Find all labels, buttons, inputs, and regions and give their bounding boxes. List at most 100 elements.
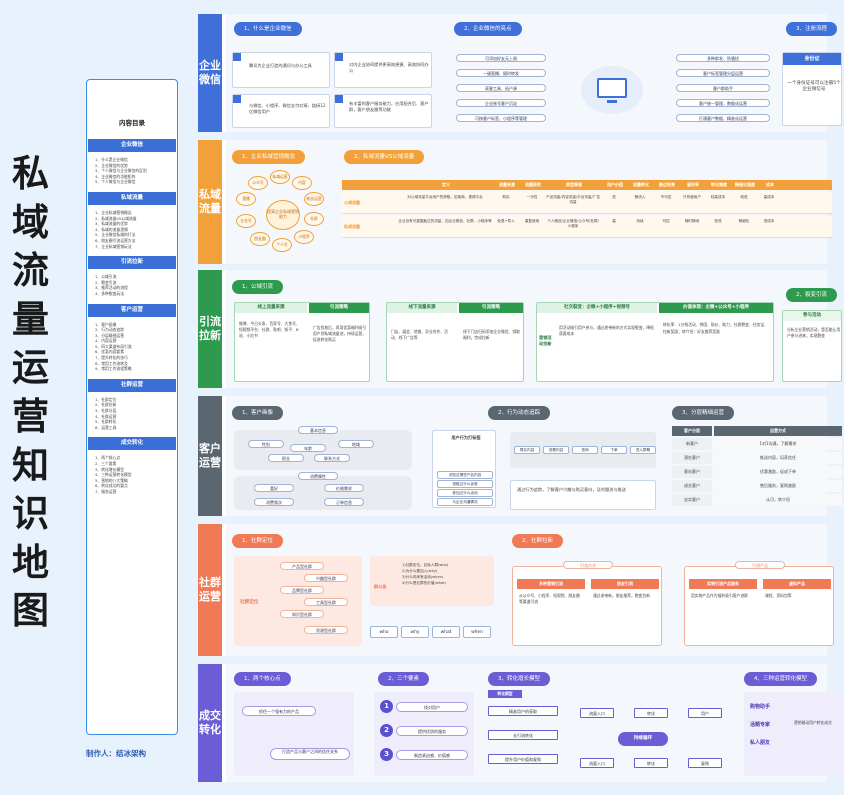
channel-circle: 朋友圈: [250, 232, 270, 246]
announce-item: 1)社群定位，目标人群(who): [402, 563, 449, 567]
table-header-cell: 留存率: [687, 182, 699, 187]
announce-item: 4)什么是社群的价值(what): [402, 581, 447, 585]
table-cell: 免费+导入: [497, 219, 515, 223]
toc-item[interactable]: 6、优惠内容要素: [95, 349, 124, 355]
toc-item[interactable]: 6、朋友圈引流运营方法: [95, 237, 136, 243]
toc-item[interactable]: 1、什么是企业微信: [95, 157, 128, 162]
toc-item[interactable]: 7、服务运营: [95, 488, 117, 494]
title-char: 域: [12, 200, 49, 244]
toc-item[interactable]: 3、社群分层: [95, 408, 117, 414]
table-cell: 精细化: [738, 219, 750, 223]
toc-item[interactable]: 1、两个核心点: [95, 455, 121, 461]
section-label-text: 企业微信: [199, 59, 221, 86]
toc-section-head[interactable]: 成交转化: [88, 437, 176, 451]
toc-section-head[interactable]: 私域流量: [88, 191, 176, 205]
toc-item[interactable]: 5、营销的八大策略: [95, 477, 128, 483]
toc-section-head[interactable]: 客户运营: [88, 303, 176, 317]
flow-node: 用户: [688, 708, 722, 718]
toc-item[interactable]: 1、客户画像: [95, 321, 117, 327]
core-point: 打造产品与客户之间的信任关系: [270, 748, 350, 760]
pill-register: 3、注册流程: [786, 22, 837, 36]
toc-item[interactable]: 2、三个要素: [95, 461, 117, 466]
toc-item[interactable]: 3、转化增长模型: [95, 466, 124, 472]
toc-item[interactable]: 1、社群定位: [95, 396, 117, 402]
layer-text: 推送内容，培养信任: [714, 452, 842, 464]
feature-node: 客户标签管理分层运营: [676, 69, 770, 77]
toc-item[interactable]: 5、个人微信与企业微信: [95, 179, 136, 185]
toc-item[interactable]: 2、企业微信的优势: [95, 162, 128, 168]
toc-item[interactable]: 1、公域引流: [95, 274, 117, 280]
toc-item[interactable]: 1、企业私域营销概念: [95, 209, 132, 215]
profile-tag: 价格需求: [324, 484, 364, 492]
feature-node: 打通客户数据、精准化运营: [676, 114, 770, 122]
section-community-ops: 社群运营 1、社群定位 2、社群拉新 社群定位产品型社群兴趣型社群品牌型社群工具…: [198, 524, 834, 656]
layer-head: 运营方式: [714, 426, 842, 436]
table-row-name: 私域流量: [344, 224, 360, 229]
tag-item: 浏览过哪些产品内容: [437, 471, 493, 479]
toc-item[interactable]: 4、企业微信的功能矩阵: [95, 173, 136, 179]
toc-item[interactable]: 4、私域的流量逻辑: [95, 226, 128, 232]
center-circle: 提高企业私域营销能力: [266, 200, 300, 230]
title-char: 图: [12, 589, 49, 633]
table-cell: 持续: [636, 219, 644, 223]
toc-item[interactable]: 7、提升转化的技巧: [95, 355, 128, 361]
table-cell: 随时随地: [684, 219, 700, 223]
toc-item[interactable]: 2、裂变引流: [95, 279, 117, 285]
toc-item[interactable]: 4、社群运营: [95, 413, 117, 419]
section-label-text: 引流拉新: [199, 315, 221, 342]
toc-section-head[interactable]: 企业微信: [88, 139, 176, 152]
lead-block: 引流产品实物引流产品服务用实物产品作为福利吸引客户进群虚拟产品课程、资料包等: [684, 561, 834, 646]
toc-item[interactable]: 5、企业微信私域的打法: [95, 232, 136, 238]
toc-item[interactable]: 7、企业私域营销玩法: [95, 243, 132, 249]
toc-item[interactable]: 9、常用工作流程策略: [95, 366, 132, 372]
toc-item[interactable]: 4、多种裂变玩法: [95, 290, 124, 296]
toc-item[interactable]: 5、社群转化: [95, 419, 117, 425]
toc-item[interactable]: 6、转化成功的要点: [95, 483, 128, 489]
section-label-text: 客户运营: [199, 442, 221, 469]
pill-three-elements: 2、三个要素: [378, 672, 429, 686]
question-box: who: [370, 626, 398, 638]
toc-item[interactable]: 3、私域流量的优势: [95, 221, 128, 227]
offline-source-card: 线下流量来源 引流策略 门店、展会、地推、异业合作、活动、线下广告等 线下门店扫…: [386, 302, 524, 382]
profile-tag: 年龄: [290, 444, 326, 452]
tag-item: 与企业沟通情况: [437, 498, 493, 506]
flow-node: 转化: [634, 758, 668, 768]
title-char: 知: [12, 443, 49, 487]
toc-item[interactable]: 3、个人微信与企业微信的区别: [95, 168, 147, 174]
toc-item[interactable]: 2、私域流量VS公域流量: [95, 215, 137, 221]
tree-node: 资源型社群: [304, 626, 348, 634]
toc-item[interactable]: 3、分层精细运营: [95, 332, 124, 338]
pill-private-vs-public: 2、私域流量VS公域流量: [344, 150, 425, 164]
pill-behavior-tracking: 2、行为动态追踪: [488, 406, 550, 420]
title-char: 运: [12, 346, 49, 390]
toc-item[interactable]: 4、三种运营转化模型: [95, 472, 132, 478]
toc-section-head[interactable]: 引流拉新: [88, 256, 176, 270]
profile-behavior-title: 消费属性: [298, 472, 338, 480]
lead-col-head: 多种营销引流: [517, 579, 585, 589]
online-source-card: 线上流量来源 引流策略 微博、今日头条、百家号、大鱼号、短视频平台、社群、贴吧、…: [234, 302, 370, 382]
toc-item[interactable]: 8、常用工作流转及: [95, 360, 128, 366]
element-text: 找对用户: [396, 702, 468, 712]
section-customer-ops: 客户运营 1、客户画像 2、行为动态追踪 3、分层精细运营 基本信息性别年龄地域…: [198, 396, 842, 516]
toc-item[interactable]: 4、内容运营: [95, 338, 117, 344]
behavior-track-diagram: 帮买内容查看内容咨询下单进入群聊通过行为追踪，了解客户兴趣与购买意向，及时跟进与…: [510, 432, 658, 510]
toc-item[interactable]: 6、运营工具: [95, 424, 117, 430]
toc-section-head[interactable]: 社群运营: [88, 378, 176, 392]
channel-circle: 企业号: [236, 214, 256, 228]
layer-text: 认可，转介绍: [714, 494, 842, 506]
channel-circle: 个人号: [272, 238, 292, 252]
tree-title: 社群定位: [240, 600, 259, 605]
channel-circle: 小程序: [294, 230, 314, 244]
toc-item[interactable]: 5、四大渠道布局引流: [95, 343, 132, 349]
section-label-deal: 成交转化: [198, 664, 222, 782]
tree-node: 兴趣型社群: [304, 574, 348, 582]
toc-item[interactable]: 2、行为动态追踪: [95, 327, 124, 333]
tag-card: 用户行为打标签 浏览过哪些产品内容领取过什么优惠参加过什么活动与企业沟通情况: [432, 430, 496, 508]
toc-item[interactable]: 3、推荐活动的流程: [95, 285, 128, 291]
two-cores-card: 抓住一个强有力的产品打造产品与客户之间的信任关系: [234, 692, 354, 776]
toc-item[interactable]: 2、社群拉新: [95, 402, 117, 408]
